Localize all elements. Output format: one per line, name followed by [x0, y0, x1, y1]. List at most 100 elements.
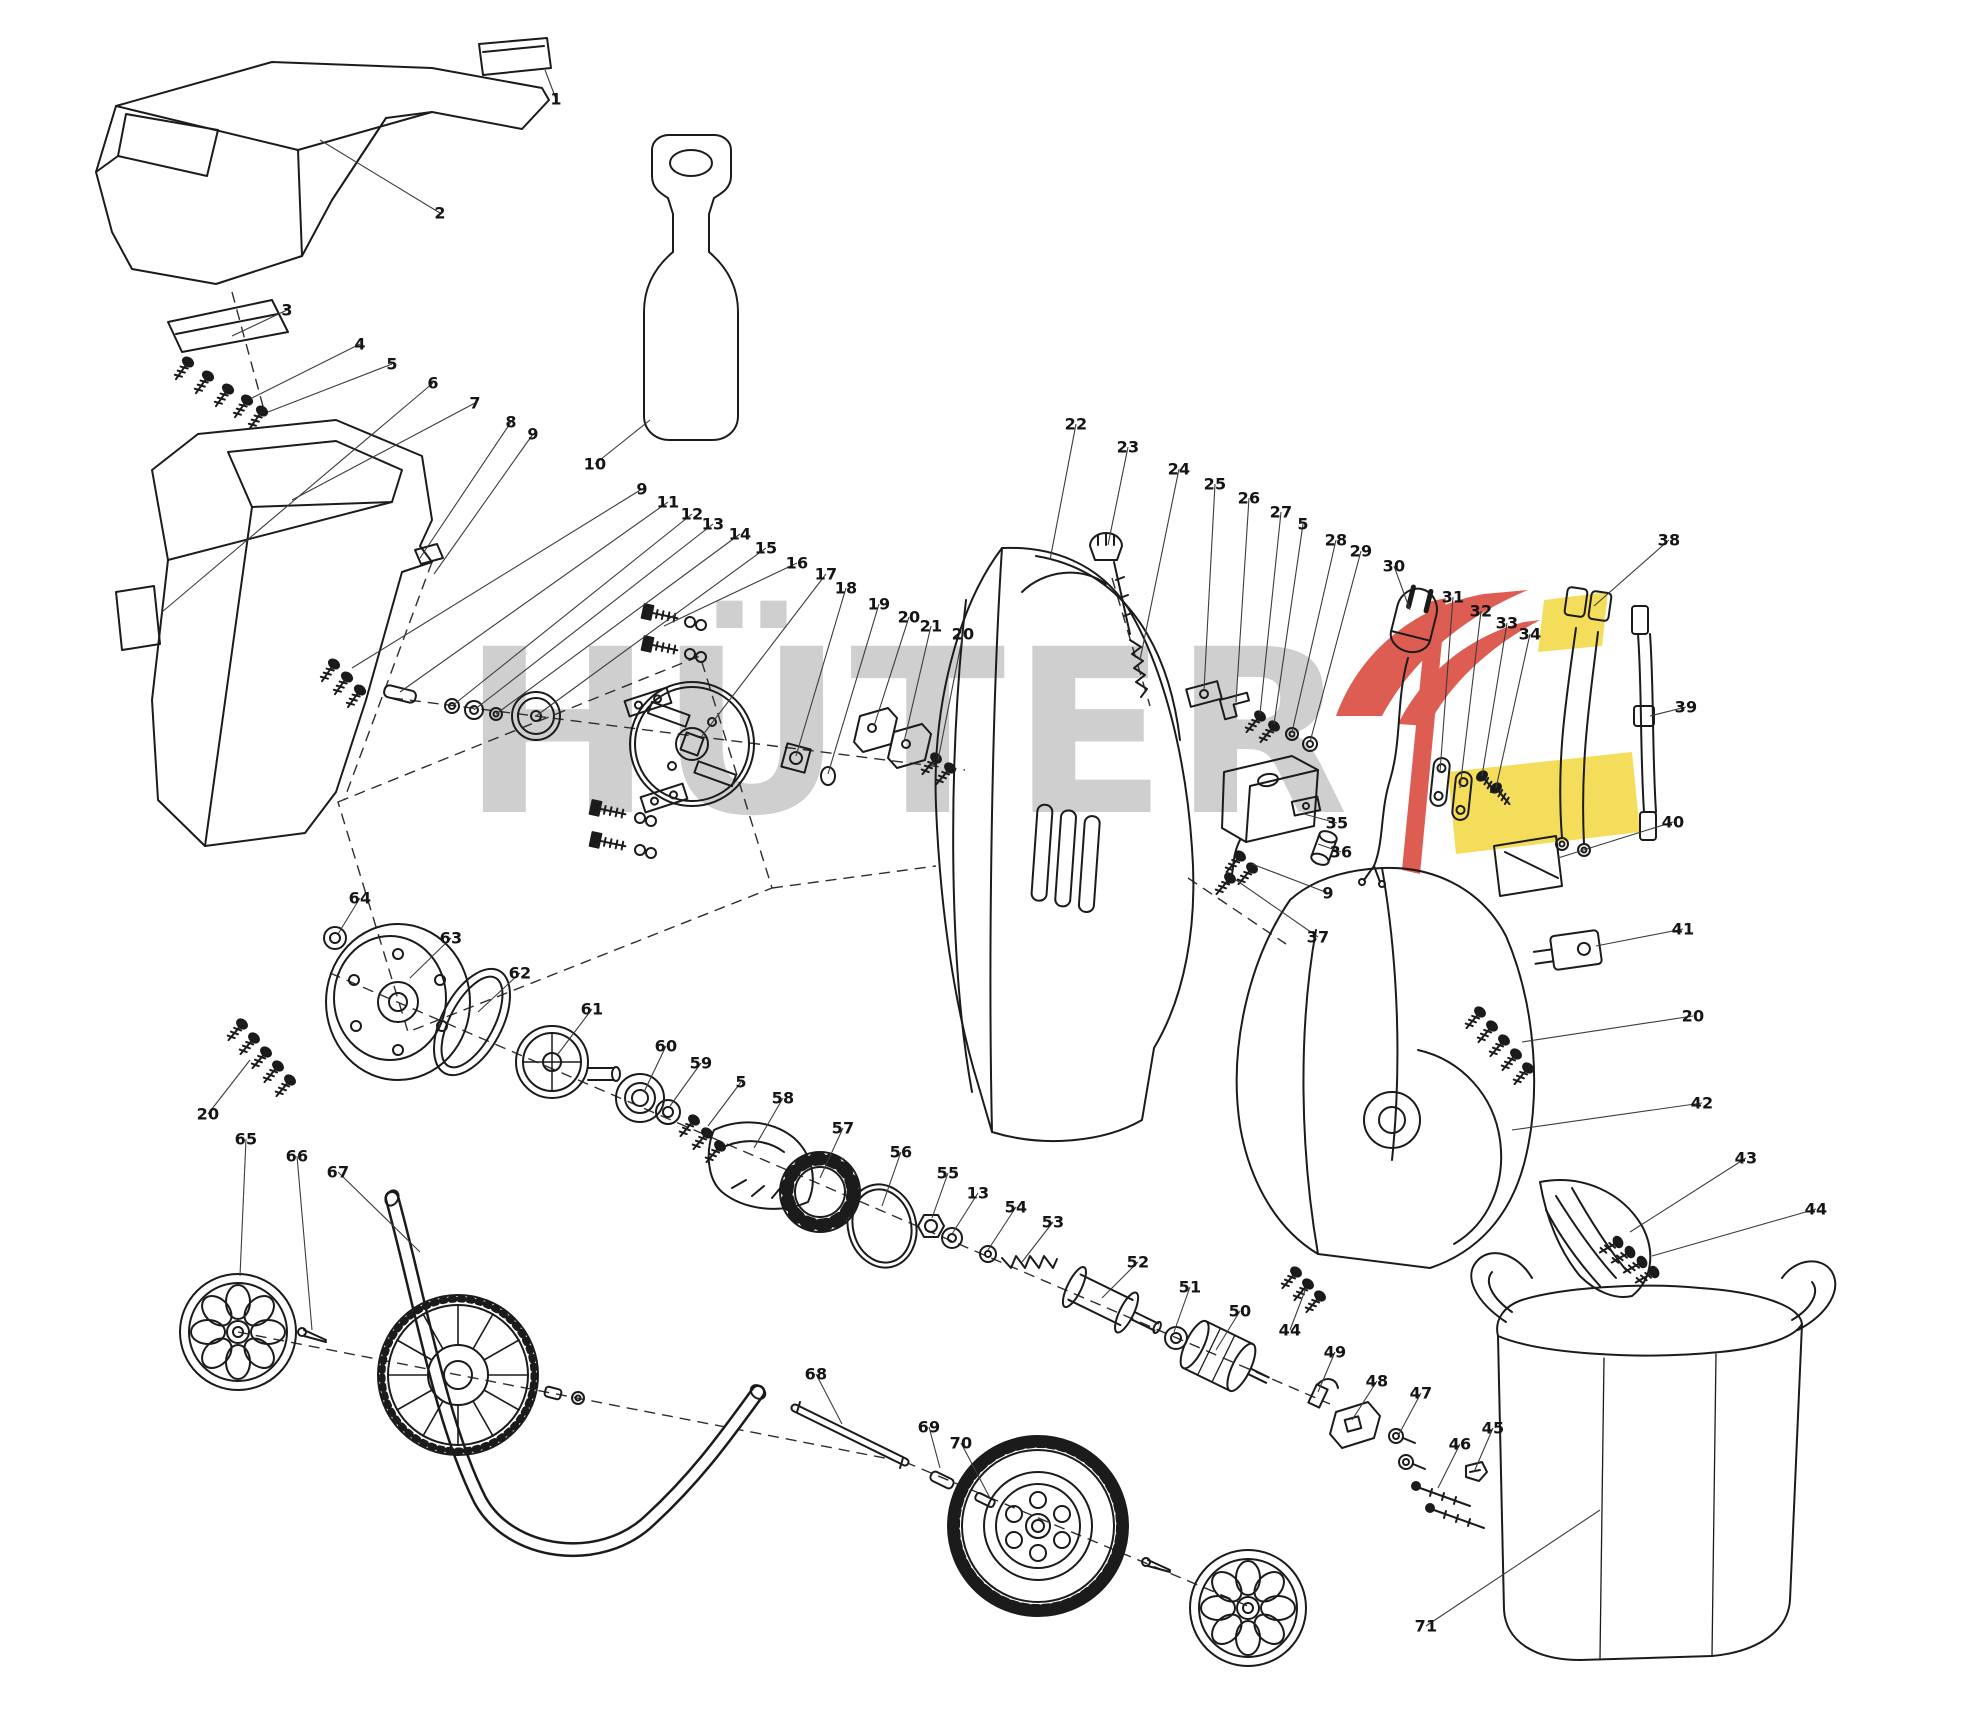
part-label-63-50: 63: [439, 928, 463, 948]
feed-funnel: [115, 419, 444, 847]
part-label-67-75: 67: [326, 1162, 350, 1182]
leader-line-42-42: [1511, 1102, 1703, 1131]
part-label-20-20: 20: [897, 607, 921, 627]
part-label-33-35: 33: [1495, 613, 1519, 633]
leader-line-48-67: [1351, 1380, 1378, 1421]
leader-line-46-69: [1437, 1443, 1461, 1489]
part-label-37-48: 37: [1306, 927, 1330, 947]
leader-line-5-55: [707, 1081, 742, 1127]
leader-line-11-11: [399, 501, 669, 693]
leader-line-2-1: [319, 139, 441, 214]
part-label-7-6: 7: [469, 393, 481, 413]
part-label-6-5: 6: [427, 373, 439, 393]
leader-line-61-52: [557, 1008, 593, 1055]
part-label-22-23: 22: [1064, 414, 1088, 434]
leader-line-70-78: [960, 1442, 991, 1499]
part-label-19-19: 19: [867, 594, 891, 614]
leader-line-14-14: [495, 533, 741, 715]
axle-pin: [929, 1470, 996, 1508]
part-label-65-73: 65: [234, 1129, 258, 1149]
leader-line-52-63: [1101, 1261, 1139, 1299]
leader-line-43-43: [1629, 1157, 1747, 1233]
part-label-2-1: 2: [434, 203, 446, 223]
leader-line-35-45: [1303, 813, 1338, 824]
part-label-8-7: 8: [505, 412, 517, 432]
leader-line-20-20: [873, 616, 910, 727]
leader-line-20-41: [1521, 1015, 1694, 1043]
cotter-pin-right: [1141, 1557, 1171, 1573]
leader-line-31-33: [1439, 596, 1454, 773]
leader-line-53-62: [1021, 1221, 1054, 1263]
leader-line-44-44: [1651, 1208, 1817, 1257]
leader-line-9-8: [433, 433, 534, 575]
leader-line-26-27: [1235, 497, 1250, 703]
leader-line-47-68: [1397, 1392, 1422, 1437]
part-label-5-4: 5: [386, 354, 398, 374]
part-label-52-63: 52: [1126, 1252, 1150, 1272]
leader-line-33-35: [1481, 622, 1508, 777]
leader-line-50-65: [1215, 1310, 1241, 1351]
collection-bin: [1470, 1252, 1837, 1661]
part-label-9-47: 9: [1322, 883, 1334, 903]
part-label-30-32: 30: [1382, 556, 1406, 576]
part-label-10-9: 10: [583, 454, 607, 474]
leader-line-34-36: [1495, 633, 1531, 789]
leader-line-55-59: [931, 1172, 949, 1219]
part-label-68-76: 68: [804, 1364, 828, 1384]
logo-swoosh-red: [1336, 590, 1528, 716]
leader-line-32-34: [1459, 610, 1482, 789]
part-label-38-37: 38: [1657, 530, 1681, 550]
part-label-34-36: 34: [1518, 624, 1542, 644]
hopper-top-cover: [95, 61, 550, 285]
leader-line-4-3: [251, 343, 361, 399]
leader-line-9-10: [351, 488, 643, 669]
part-label-12-12: 12: [680, 504, 704, 524]
part-label-58-56: 58: [771, 1088, 795, 1108]
part-label-20-22: 20: [951, 624, 975, 644]
leader-line-13-60: [951, 1192, 979, 1235]
leader-line-24-25: [1139, 468, 1180, 661]
wheel-spoked: [377, 1294, 585, 1456]
part-label-56-58: 56: [889, 1142, 913, 1162]
part-label-54-61: 54: [1004, 1197, 1028, 1217]
leader-line-10-9: [594, 419, 651, 465]
part-label-31-33: 31: [1441, 587, 1465, 607]
part-label-26-27: 26: [1237, 488, 1261, 508]
part-label-43-43: 43: [1734, 1148, 1758, 1168]
part-label-17-17: 17: [814, 564, 838, 584]
leader-line-27-28: [1259, 511, 1282, 715]
leader-line-16-16: [663, 562, 798, 627]
part-label-55-59: 55: [936, 1163, 960, 1183]
part-label-66-74: 66: [285, 1146, 309, 1166]
part-label-28-30: 28: [1324, 530, 1348, 550]
axle-rod: [790, 1401, 910, 1469]
leader-line-38-37: [1593, 539, 1670, 607]
leader-line-65-73: [239, 1138, 247, 1277]
part-label-42-42: 42: [1690, 1093, 1714, 1113]
part-label-48-67: 48: [1365, 1371, 1389, 1391]
part-label-21-21: 21: [919, 616, 943, 636]
leader-line-58-56: [753, 1097, 784, 1149]
part-label-71-79: 71: [1414, 1616, 1438, 1636]
leader-line-59-54: [669, 1062, 702, 1107]
power-plug: [1358, 584, 1438, 888]
part-label-35-45: 35: [1325, 813, 1349, 833]
frame-tube: [384, 1189, 767, 1558]
part-label-24-25: 24: [1167, 459, 1191, 479]
leader-line-20-72: [207, 1059, 251, 1115]
leader-line-60-53: [643, 1045, 667, 1093]
part-label-45-70: 45: [1481, 1418, 1505, 1438]
rating-plate: [478, 37, 552, 76]
part-label-49-66: 49: [1323, 1342, 1347, 1362]
part-label-27-28: 27: [1269, 502, 1293, 522]
part-label-47-68: 47: [1409, 1383, 1433, 1403]
leader-line-66-74: [296, 1155, 313, 1331]
part-label-5-29: 5: [1297, 514, 1309, 534]
leader-line-9-47: [1251, 863, 1329, 894]
logo-bar-red: [1402, 598, 1446, 874]
part-label-13-60: 13: [966, 1183, 990, 1203]
part-label-20-41: 20: [1681, 1006, 1705, 1026]
part-label-61-52: 61: [580, 999, 604, 1019]
